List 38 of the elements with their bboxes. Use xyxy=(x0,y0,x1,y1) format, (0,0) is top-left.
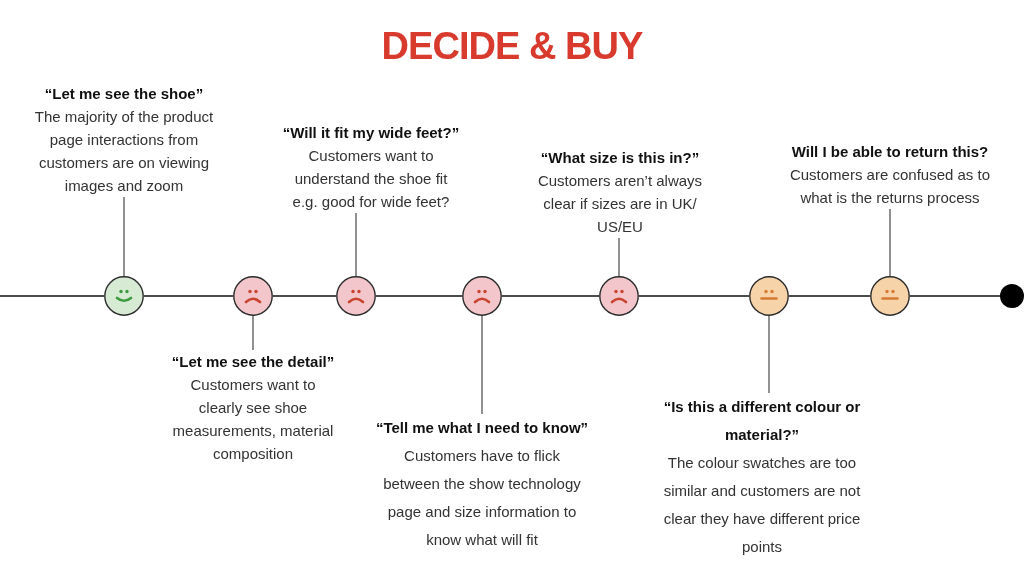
leader-line xyxy=(481,315,483,415)
heading-text: “Tell me what I need to know” xyxy=(375,418,589,438)
heading-text: “What size is this in?” xyxy=(540,148,700,168)
smiling-face-icon xyxy=(104,276,144,316)
neutral-face-icon xyxy=(749,276,789,316)
description-text: The colour swatches are too similar and customers are not clear they have different price points xyxy=(662,453,862,557)
frowning-face-icon xyxy=(462,276,502,316)
leader-line xyxy=(355,212,357,277)
timeline-line xyxy=(638,295,750,297)
heading-text: “Let me see the shoe” xyxy=(44,84,204,104)
leader-line xyxy=(123,196,125,277)
description-text: Customers want to clearly see shoe measurements, material composition xyxy=(171,375,335,464)
description-text: Customers are confused as to what is the returns process xyxy=(788,165,992,208)
description-text: The majority of the product page interactions from customers are on viewing images and zoom xyxy=(33,107,215,196)
leader-line xyxy=(768,315,770,394)
timeline-line xyxy=(788,295,871,297)
timeline-line xyxy=(143,295,234,297)
frowning-face-icon xyxy=(336,276,376,316)
heading-text: “Is this a different colour or material?” xyxy=(662,397,862,445)
frowning-face-icon xyxy=(233,276,273,316)
timeline-line xyxy=(0,295,105,297)
description-text: Customers want to understand the shoe fit e.g. good for wide feet? xyxy=(291,146,451,212)
frowning-face-icon xyxy=(599,276,639,316)
end-dot xyxy=(1000,284,1024,308)
timeline-line xyxy=(375,295,463,297)
description-text: Customers aren’t always clear if sizes are in UK/ US/EU xyxy=(536,171,704,237)
leader-line xyxy=(618,237,620,277)
description-text: Customers have to flick between the show technology page and size information to know what will fit xyxy=(382,446,582,550)
neutral-face-icon xyxy=(870,276,910,316)
leader-line xyxy=(252,315,254,351)
timeline-line xyxy=(272,295,337,297)
title: DECIDE & BUY xyxy=(381,24,643,68)
timeline-line xyxy=(909,295,1001,297)
heading-text: “Let me see the detail” xyxy=(171,352,335,372)
heading-text: “Will it fit my wide feet?” xyxy=(282,123,460,143)
heading-text: Will I be able to return this? xyxy=(791,142,989,162)
timeline-line xyxy=(501,295,600,297)
leader-line xyxy=(889,208,891,277)
